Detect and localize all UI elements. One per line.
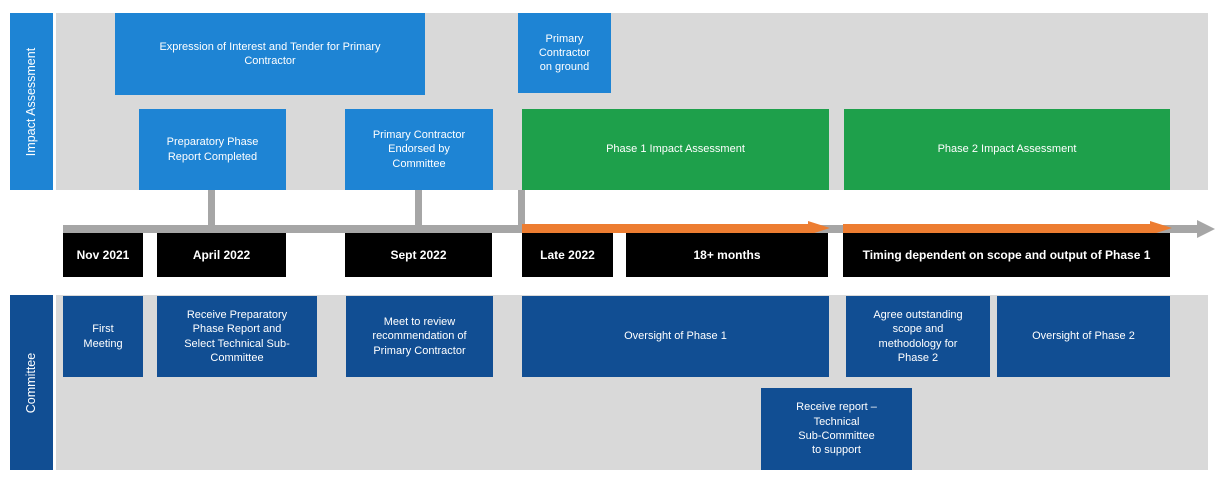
timeline-label-late-2022: Late 2022 bbox=[522, 233, 613, 277]
connector-phase1-start bbox=[518, 190, 525, 225]
phase1-duration-arrow bbox=[522, 224, 808, 233]
timeline-label-timing-dependent: Timing dependent on scope and output of … bbox=[843, 233, 1170, 277]
impact-box-phase2-impact-assessment: Phase 2 Impact Assessment bbox=[844, 109, 1170, 190]
connector-preparatory-report bbox=[208, 190, 215, 225]
impact-box-expression-of-interest: Expression of Interest and Tender for Pr… bbox=[115, 13, 425, 95]
timeline-label-nov-2021: Nov 2021 bbox=[63, 233, 143, 277]
impact-lane-label-text: Impact Assessment bbox=[24, 47, 39, 156]
timeline-label-april-2022: April 2022 bbox=[157, 233, 286, 277]
committee-box-oversight-phase2: Oversight of Phase 2 bbox=[997, 296, 1170, 377]
connector-contractor-endorsed bbox=[415, 190, 422, 225]
timeline-label-sept-2022: Sept 2022 bbox=[345, 233, 492, 277]
impact-box-preparatory-phase-report: Preparatory Phase Report Completed bbox=[139, 109, 286, 190]
phase1-arrowhead-icon bbox=[808, 221, 830, 235]
committee-box-receive-preparatory-report: Receive Preparatory Phase Report and Sel… bbox=[157, 296, 317, 377]
committee-box-receive-report: Receive report – Technical Sub-Committee… bbox=[761, 388, 912, 470]
committee-lane-label: Committee bbox=[10, 295, 53, 470]
phase2-arrowhead-icon bbox=[1150, 221, 1172, 235]
phase2-duration-arrow bbox=[843, 224, 1150, 233]
committee-lane-label-text: Committee bbox=[24, 352, 39, 413]
impact-lane-label: Impact Assessment bbox=[10, 13, 53, 190]
timeline-label-18-months: 18+ months bbox=[626, 233, 828, 277]
committee-box-meet-to-review: Meet to review recommendation of Primary… bbox=[346, 296, 493, 377]
committee-box-first-meeting: First Meeting bbox=[63, 296, 143, 377]
impact-box-primary-contractor-endorsed: Primary Contractor Endorsed by Committee bbox=[345, 109, 493, 190]
timeline-arrowhead-icon bbox=[1197, 220, 1215, 238]
impact-box-primary-contractor-on-ground: Primary Contractor on ground bbox=[518, 13, 611, 93]
impact-box-phase1-impact-assessment: Phase 1 Impact Assessment bbox=[522, 109, 829, 190]
committee-box-agree-outstanding-scope: Agree outstanding scope and methodology … bbox=[846, 296, 990, 377]
committee-box-oversight-phase1: Oversight of Phase 1 bbox=[522, 296, 829, 377]
